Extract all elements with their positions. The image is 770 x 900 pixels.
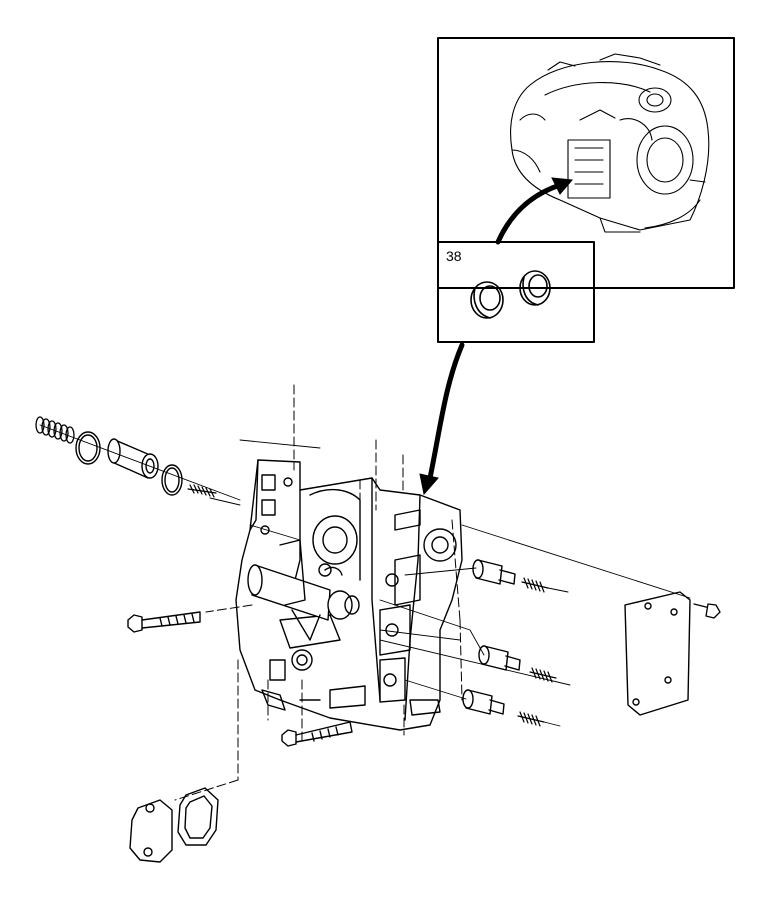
spring-bottom bbox=[517, 711, 545, 727]
callout-box-38: 38 bbox=[437, 241, 595, 343]
valve-spool-top bbox=[472, 559, 516, 585]
sleeve bbox=[107, 438, 159, 479]
leader-lines bbox=[39, 424, 691, 727]
left-bolt bbox=[127, 611, 201, 633]
o-ring-left bbox=[75, 431, 101, 465]
valve-spool-bottom bbox=[462, 689, 505, 715]
transmission-housing-sketch bbox=[510, 53, 710, 233]
inset-transmission-view bbox=[437, 37, 735, 289]
o-ring-right bbox=[161, 464, 183, 496]
gasket-left bbox=[129, 799, 173, 863]
cover-bolt bbox=[693, 603, 721, 619]
gasket-right bbox=[177, 787, 219, 846]
part-number-label: 38 bbox=[446, 248, 462, 264]
seal-ring-left bbox=[470, 281, 504, 319]
seal-ring-right bbox=[519, 270, 551, 306]
alignment-lines bbox=[174, 384, 463, 801]
left-spring bbox=[35, 416, 75, 444]
bottom-bolt bbox=[281, 721, 353, 747]
cover-plate bbox=[624, 591, 691, 716]
spring-middle bbox=[529, 667, 557, 683]
callout-arrow bbox=[419, 342, 465, 496]
small-spring-left bbox=[187, 484, 217, 498]
valve-spool-middle bbox=[478, 645, 521, 671]
spring-top bbox=[521, 577, 549, 593]
solenoid-cylinder bbox=[247, 539, 360, 641]
